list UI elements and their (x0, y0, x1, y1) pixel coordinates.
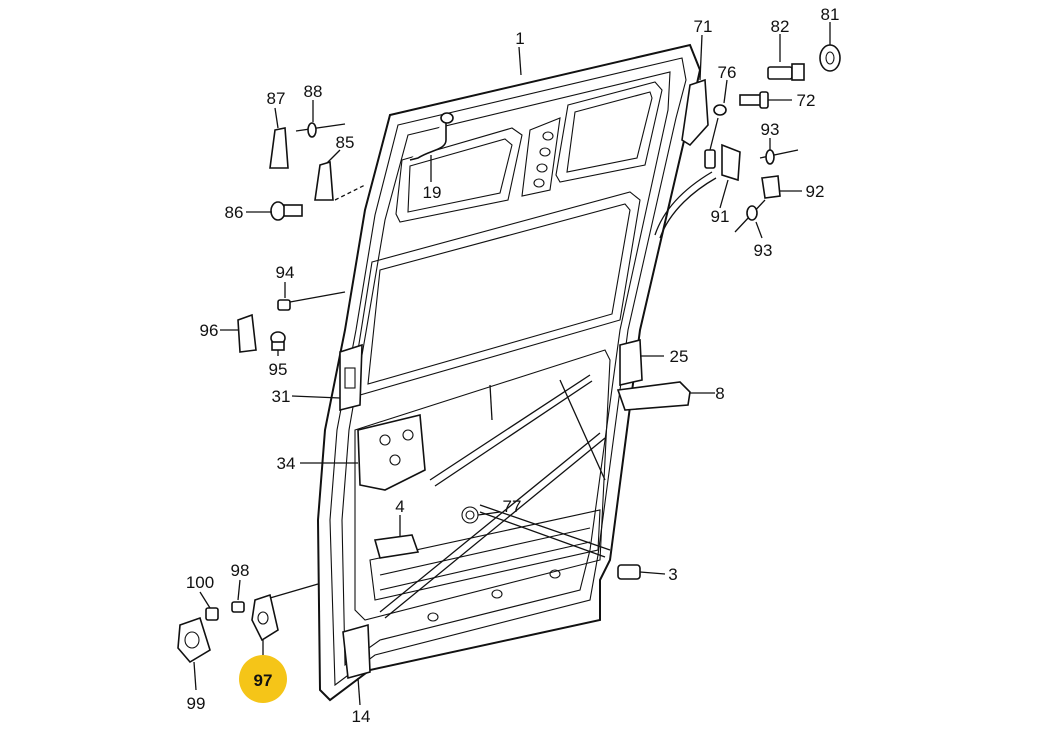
part-92-clip (761, 175, 781, 199)
callout-71[interactable]: 71 (694, 17, 713, 36)
callout-1[interactable]: 1 (515, 29, 524, 48)
part-99-plate (177, 616, 211, 664)
part-31-handle (339, 343, 363, 412)
callout-14[interactable]: 14 (352, 707, 371, 726)
part-8-lock (616, 381, 691, 411)
part-14-hinge (342, 623, 371, 680)
callout-3[interactable]: 3 (668, 565, 677, 584)
part-85-strap (314, 160, 334, 201)
callout-81[interactable]: 81 (821, 5, 840, 24)
highlight-marker-97 (239, 655, 287, 703)
part-71-bracket (681, 78, 709, 147)
part-95-bolt (270, 331, 286, 351)
part-96-cap (237, 313, 257, 353)
part-94-screw (277, 299, 291, 311)
part-82-bolt (767, 63, 805, 81)
callout-72[interactable]: 72 (797, 91, 816, 110)
callout-94[interactable]: 94 (276, 263, 295, 282)
part-25-latch (619, 338, 643, 387)
callout-96[interactable]: 96 (200, 321, 219, 340)
callout-85[interactable]: 85 (336, 133, 355, 152)
part-86-bolt (270, 201, 303, 221)
callout-91[interactable]: 91 (711, 207, 730, 226)
part-93-rivet-upper (759, 149, 799, 165)
door-cable (654, 171, 713, 236)
callout-95[interactable]: 95 (269, 360, 288, 379)
callout-97[interactable]: 97 (254, 671, 273, 690)
door-panel (316, 43, 702, 702)
door-cable-2 (659, 177, 717, 239)
callout-86[interactable]: 86 (225, 203, 244, 222)
callout-93-upper[interactable]: 93 (761, 120, 780, 139)
leader-lines (193, 22, 831, 706)
callout-92[interactable]: 92 (806, 182, 825, 201)
callout-labels: 1 71 82 81 76 72 87 88 85 19 86 93 92 91… (186, 5, 840, 726)
callout-82[interactable]: 82 (771, 17, 790, 36)
part-93-rivet-lower (734, 199, 766, 233)
part-72-screw (739, 91, 769, 109)
rod-19 (409, 120, 447, 161)
part-97-striker (251, 593, 279, 642)
part-87-strap (269, 127, 289, 169)
callout-8[interactable]: 8 (715, 384, 724, 403)
part-98-screw (231, 601, 245, 613)
callout-93-lower[interactable]: 93 (754, 241, 773, 260)
part-3-buffer (617, 564, 641, 580)
part-81-washer (819, 44, 841, 72)
callout-100[interactable]: 100 (186, 573, 214, 592)
part-100-screw (205, 607, 219, 621)
callout-99[interactable]: 99 (187, 694, 206, 713)
part-88-rivet (295, 122, 346, 138)
lower-inner-frame (354, 349, 611, 622)
callout-88[interactable]: 88 (304, 82, 323, 101)
callout-19[interactable]: 19 (423, 183, 442, 202)
callout-25[interactable]: 25 (670, 347, 689, 366)
callout-77[interactable]: 77 (503, 497, 522, 516)
callout-4[interactable]: 4 (395, 497, 404, 516)
callout-34[interactable]: 34 (277, 454, 296, 473)
part-76-clip (704, 104, 727, 169)
callout-31[interactable]: 31 (272, 387, 291, 406)
upper-window-frames (395, 81, 663, 223)
callout-98[interactable]: 98 (231, 561, 250, 580)
callout-87[interactable]: 87 (267, 89, 286, 108)
part-91-plate (721, 143, 741, 182)
callout-76[interactable]: 76 (718, 63, 737, 82)
part-34-lock-mechanism (357, 414, 426, 491)
